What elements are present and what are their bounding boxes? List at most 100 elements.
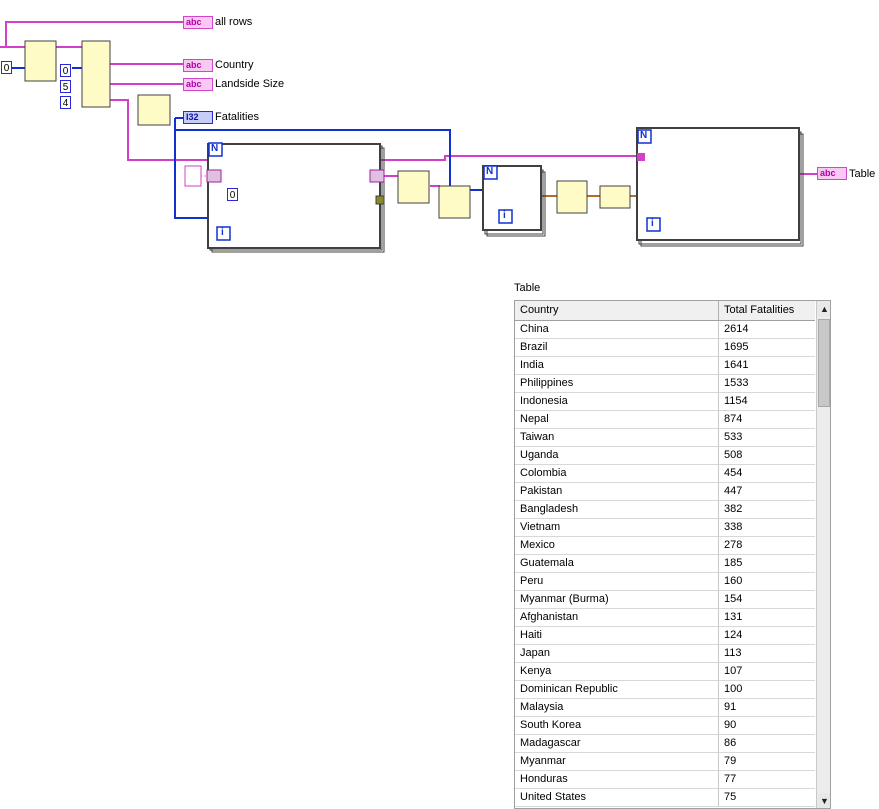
cell-country[interactable]: Japan — [515, 645, 719, 663]
cell-total-fatalities[interactable]: 454 — [719, 465, 815, 483]
cell-total-fatalities[interactable]: 100 — [719, 681, 815, 699]
cell-total-fatalities[interactable]: 338 — [719, 519, 815, 537]
cell-total-fatalities[interactable]: 113 — [719, 645, 815, 663]
cell-country[interactable]: Dominican Republic — [515, 681, 719, 699]
fatalities-label: Fatalities — [215, 111, 260, 123]
cell-country[interactable]: Mexico — [515, 537, 719, 555]
cell-total-fatalities[interactable]: 131 — [719, 609, 815, 627]
column-header-country[interactable]: Country — [515, 301, 719, 320]
cell-total-fatalities[interactable]: 1533 — [719, 375, 815, 393]
cell-country[interactable]: Guatemala — [515, 555, 719, 573]
vertical-scrollbar[interactable]: ▲ ▼ — [816, 301, 830, 808]
constant-four[interactable]: 4 — [60, 96, 71, 109]
cell-total-fatalities[interactable]: 382 — [719, 501, 815, 519]
scroll-down-arrow-icon[interactable]: ▼ — [817, 793, 830, 808]
cell-total-fatalities[interactable]: 79 — [719, 753, 815, 771]
constant-zero[interactable]: 0 — [1, 61, 12, 74]
cell-country[interactable]: Malaysia — [515, 699, 719, 717]
scroll-thumb[interactable] — [818, 319, 830, 407]
constant-zero[interactable]: 0 — [227, 188, 238, 201]
cell-country[interactable]: Myanmar (Burma) — [515, 591, 719, 609]
cell-country[interactable]: Afghanistan — [515, 609, 719, 627]
cell-total-fatalities[interactable]: 91 — [719, 699, 815, 717]
cell-country[interactable]: Madagascar — [515, 735, 719, 753]
cell-total-fatalities[interactable]: 278 — [719, 537, 815, 555]
cell-country[interactable]: Philippines — [515, 375, 719, 393]
cell-total-fatalities[interactable]: 874 — [719, 411, 815, 429]
cell-country[interactable]: Pakistan — [515, 483, 719, 501]
string-icon: abc — [186, 79, 202, 89]
cell-total-fatalities[interactable]: 2614 — [719, 321, 815, 339]
cell-total-fatalities[interactable]: 160 — [719, 573, 815, 591]
cell-country[interactable]: Indonesia — [515, 393, 719, 411]
cell-total-fatalities[interactable]: 508 — [719, 447, 815, 465]
cell-total-fatalities[interactable]: 1695 — [719, 339, 815, 357]
table-indicator[interactable]: abc — [817, 167, 847, 180]
column-header-total-fatalities[interactable]: Total Fatalities — [724, 304, 795, 316]
cell-total-fatalities[interactable]: 447 — [719, 483, 815, 501]
cell-total-fatalities[interactable]: 86 — [719, 735, 815, 753]
all-rows-indicator[interactable]: abc — [183, 16, 213, 29]
cell-country[interactable]: Uganda — [515, 447, 719, 465]
cell-country[interactable]: Nepal — [515, 411, 719, 429]
cell-country[interactable]: Bangladesh — [515, 501, 719, 519]
table-row[interactable]: Myanmar (Burma)154 — [515, 591, 815, 609]
cell-country[interactable]: Myanmar — [515, 753, 719, 771]
constant-five[interactable]: 5 — [60, 80, 71, 93]
cell-total-fatalities[interactable]: 154 — [719, 591, 815, 609]
constant-zero[interactable]: 0 — [60, 64, 71, 77]
cell-country[interactable]: China — [515, 321, 719, 339]
fatalities-indicator[interactable]: I32 — [183, 111, 213, 124]
scroll-up-arrow-icon[interactable]: ▲ — [817, 301, 830, 317]
cell-country[interactable]: United States — [515, 789, 719, 807]
cell-total-fatalities[interactable]: 124 — [719, 627, 815, 645]
cell-country[interactable]: Taiwan — [515, 429, 719, 447]
cell-country[interactable]: South Korea — [515, 717, 719, 735]
country-indicator[interactable]: abc — [183, 59, 213, 72]
cell-total-fatalities[interactable]: 1154 — [719, 393, 815, 411]
cell-country[interactable]: Haiti — [515, 627, 719, 645]
cell-total-fatalities[interactable]: 77 — [719, 771, 815, 789]
cell-total-fatalities[interactable]: 185 — [719, 555, 815, 573]
landslide-size-indicator[interactable]: abc — [183, 78, 213, 91]
cell-total-fatalities[interactable]: 75 — [719, 789, 815, 807]
cell-total-fatalities[interactable]: 90 — [719, 717, 815, 735]
cell-country[interactable]: Peru — [515, 573, 719, 591]
cell-total-fatalities[interactable]: 533 — [719, 429, 815, 447]
cell-country[interactable]: Honduras — [515, 771, 719, 789]
cell-country[interactable]: Brazil — [515, 339, 719, 357]
cell-total-fatalities[interactable]: 107 — [719, 663, 815, 681]
cell-total-fatalities[interactable]: 1641 — [719, 357, 815, 375]
cell-country[interactable]: Vietnam — [515, 519, 719, 537]
cell-country[interactable]: Colombia — [515, 465, 719, 483]
cell-country[interactable]: India — [515, 357, 719, 375]
cell-country[interactable]: Kenya — [515, 663, 719, 681]
